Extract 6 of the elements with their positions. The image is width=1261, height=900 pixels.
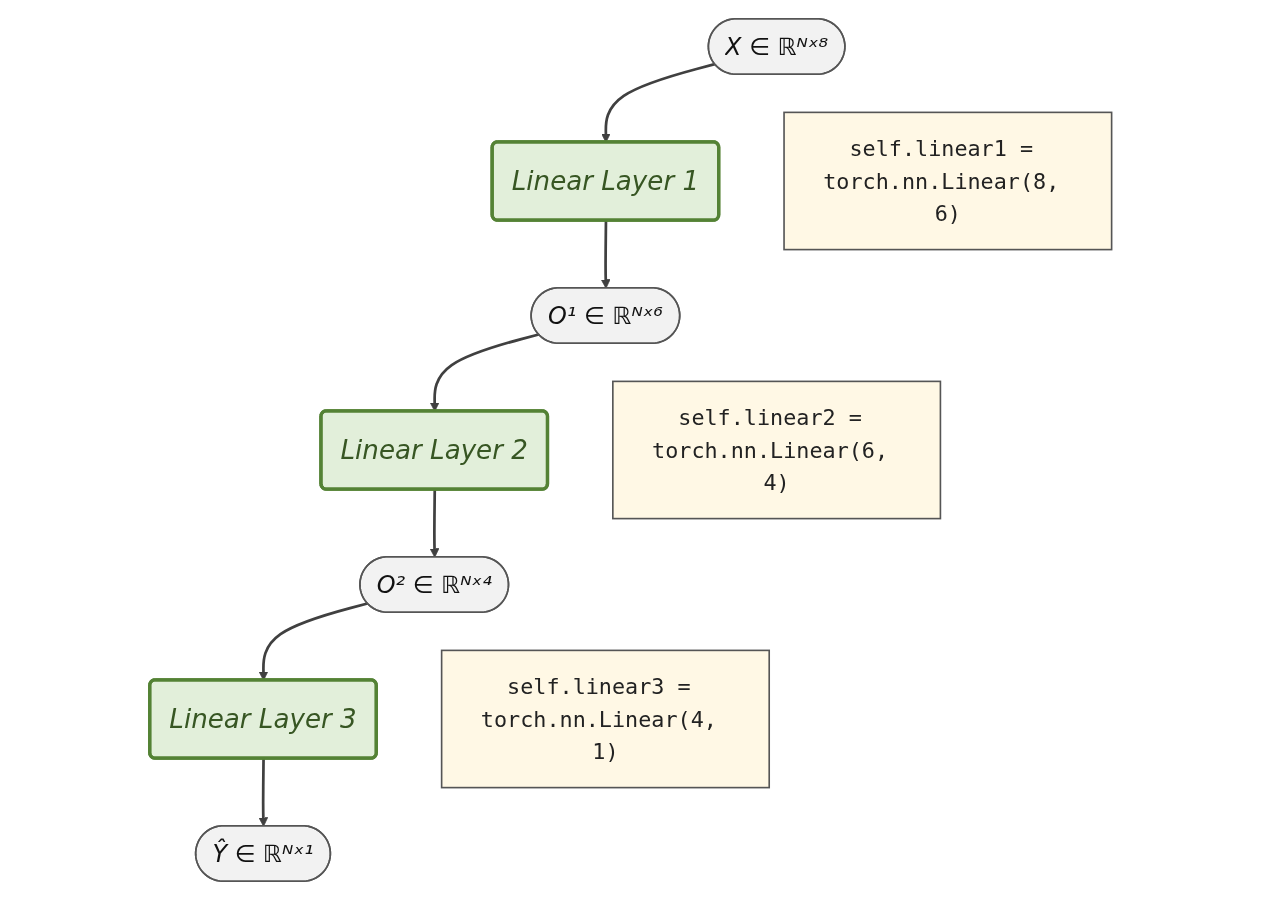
node-box: self.linear3 = torch.nn.Linear(4, 1) [440,649,770,789]
arrow [600,220,611,289]
arrow [258,758,268,827]
node-box: self.linear2 = torch.nn.Linear(6, 4) [611,380,942,520]
arrow [429,489,440,558]
node-box: self.linear1 = torch.nn.Linear(8, 6) [783,111,1113,251]
